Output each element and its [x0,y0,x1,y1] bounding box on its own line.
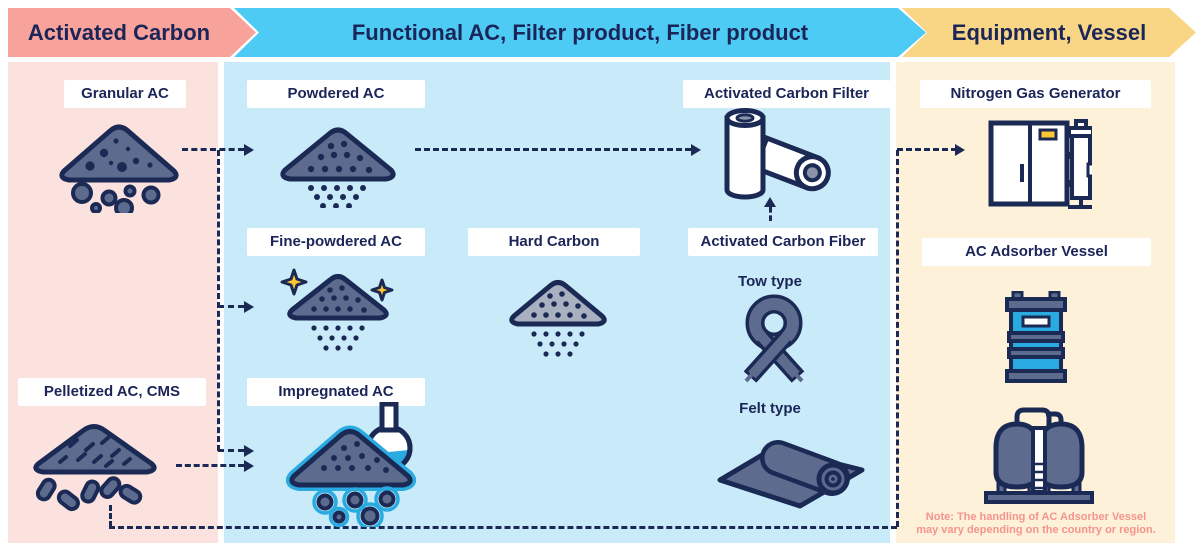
arrow-powdered-to-filter [415,148,691,151]
label-impregnated-ac: Impregnated AC [247,378,425,406]
line-up-to-generator [896,150,899,527]
sparkle-icon [280,268,394,302]
nitrogen-gas-generator-icon [988,118,1092,210]
header-functional: Functional AC, Filter product, Fiber pro… [234,8,926,57]
adsorber-note: Note: The handling of AC Adsorber Vessel… [900,511,1172,537]
label-ac-adsorber-vessel: AC Adsorber Vessel [922,238,1151,266]
arrow-branch-to-fine-powdered [218,305,244,308]
label-nitrogen-gas-generator: Nitrogen Gas Generator [920,80,1151,108]
label-activated-carbon-filter: Activated Carbon Filter [683,80,890,108]
adsorber-note-line2: may vary depending on the country or reg… [916,524,1156,536]
granular-ac-pile-icon [52,113,186,213]
label-hard-carbon: Hard Carbon [468,228,640,256]
arrowhead-into-generator [955,144,965,156]
label-granular-ac: Granular AC [64,80,186,108]
header-functional-label: Functional AC, Filter product, Fiber pro… [351,19,809,45]
fine-powdered-ac-pile-icon [278,262,398,362]
label-tow-type: Tow type [738,273,802,290]
arrowhead-branch-to-impregnated [244,445,254,457]
twin-adsorber-vessels-icon [984,406,1094,506]
arrowhead-pelletized-to-impregnated [244,460,254,472]
hard-carbon-pile-icon [502,272,614,362]
powdered-ac-pile-icon [273,118,403,208]
arrow-into-generator [897,148,957,151]
label-powdered-ac: Powdered AC [247,80,425,108]
pelletized-ac-pile-icon [28,418,162,518]
label-fine-powdered-ac: Fine-powdered AC [247,228,425,256]
line-pelletized-down [109,505,112,527]
arrowhead-branch-to-fine-powdered [244,301,254,313]
header-equipment: Equipment, Vessel [902,8,1196,57]
arrowhead-fiber-to-filter [764,197,776,207]
arrow-pelletized-to-impregnated [176,464,244,467]
arrow-granular-to-powdered [182,148,244,151]
label-pelletized-ac: Pelletized AC, CMS [18,378,206,406]
ac-drum-vessel-icon [1004,291,1070,383]
header-activated-carbon-label: Activated Carbon [27,19,211,45]
arrowhead-granular-to-powdered [244,144,254,156]
header-equipment-label: Equipment, Vessel [951,19,1147,45]
header-activated-carbon: Activated Carbon [8,8,256,57]
label-activated-carbon-fiber: Activated Carbon Fiber [688,228,878,256]
fiber-tow-ribbon-icon [736,293,812,383]
adsorber-note-line1: Note: The handling of AC Adsorber Vessel [925,511,1147,523]
label-felt-type: Felt type [739,400,801,417]
line-bottom-to-equipment [109,526,897,529]
arrow-fiber-to-filter [769,207,772,221]
arrowhead-powdered-to-filter [691,144,701,156]
carbon-filter-cartridges-icon [715,108,840,208]
impregnated-ac-pile-icon [280,402,430,527]
branch-line-vertical [217,150,220,451]
arrow-branch-to-impregnated [218,449,244,452]
fiber-felt-roll-icon [712,418,872,510]
